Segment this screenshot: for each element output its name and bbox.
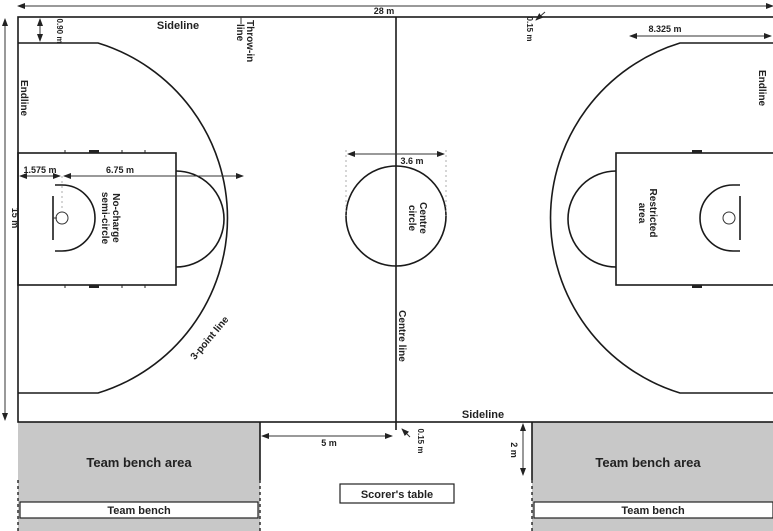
dim-1575: 1.575 m [23, 165, 56, 175]
restricted-area-label-2: area [636, 203, 647, 224]
team-bench-area-left-label: Team bench area [86, 455, 192, 470]
endline-left-label: Endline [18, 80, 29, 117]
team-bench-right-label: Team bench [621, 505, 685, 517]
dim-090: 0.90 m [55, 19, 64, 44]
dim-36: 3.6 m [400, 156, 423, 166]
team-bench-right [533, 501, 773, 519]
throw-in-label-1: Throw-in [244, 20, 255, 62]
team-bench-left-label: Team bench [107, 505, 171, 517]
throw-in-label-2: line [234, 24, 245, 42]
free-throw-semicircle-left [175, 170, 225, 268]
sideline-top-label: Sideline [157, 20, 199, 32]
basket-right [722, 211, 736, 225]
dim-675: 6.75 m [106, 165, 134, 175]
endline-right-label: Endline [756, 70, 767, 107]
team-bench-left [19, 501, 259, 519]
dim-2m: 2 m [509, 442, 519, 458]
centre-circle-label-2: circle [406, 205, 417, 232]
scorers-table [339, 483, 455, 504]
centre-line-label: Centre line [396, 310, 407, 362]
no-charge-semicircle-right [699, 184, 740, 252]
dim-8325: 8.325 m [648, 24, 681, 34]
scorers-table-label: Scorer's table [361, 489, 433, 501]
no-charge-label-2: semi-circle [99, 192, 110, 245]
dim-width: 15 m [10, 208, 20, 229]
centre-circle-label-1: Centre [417, 202, 428, 234]
free-throw-semicircle-right [567, 170, 617, 268]
basket-left [55, 211, 69, 225]
three-point-line-right [549, 42, 773, 394]
no-charge-semicircle-left [55, 184, 96, 252]
dim-length: 28 m [374, 6, 395, 16]
no-charge-label-1: No-charge [110, 193, 121, 243]
team-bench-area-right-label: Team bench area [595, 455, 701, 470]
restricted-area-label-1: Restricted [647, 189, 658, 238]
sideline-bottom-label: Sideline [462, 409, 504, 421]
dim-015-bottom: 0.15 m [416, 429, 425, 454]
three-point-line-left [18, 42, 229, 394]
dim-5m: 5 m [321, 438, 337, 448]
dim-015-top: 0.15 m [525, 17, 534, 42]
